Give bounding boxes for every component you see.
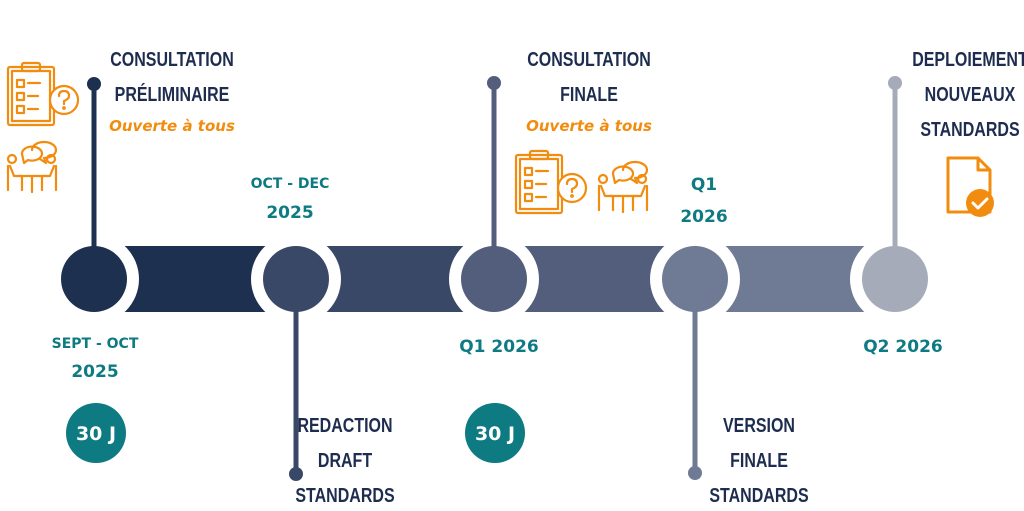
milestone-3-subtitle: Ouverte à tous: [526, 117, 652, 135]
milestone-2-title: REDACTION: [297, 414, 392, 436]
milestone-node-5: [862, 246, 928, 312]
milestone-node-3: [461, 246, 527, 312]
milestone-1-title: CONSULTATION: [110, 48, 234, 70]
duration-badge-3-label: 30 J: [475, 423, 515, 445]
milestone-4-title: VERSION: [723, 414, 795, 436]
milestone-1-title: PRÉLIMINAIRE: [115, 82, 230, 105]
clipboard-question-icon: [514, 149, 588, 215]
stem-1: [87, 77, 101, 260]
stem-2: [289, 300, 303, 481]
stem-5: [888, 76, 902, 260]
milestone-3-date: Q1 2026: [459, 337, 539, 357]
milestone-5-title: STANDARDS: [920, 118, 1019, 140]
duration-badge-1-label: 30 J: [76, 423, 116, 445]
duration-badge-3: [465, 403, 525, 463]
stem-3: [487, 76, 501, 260]
milestone-2-title: STANDARDS: [295, 484, 394, 506]
milestone-5-title: DEPLOIEMENT: [912, 48, 1024, 70]
milestone-2-year: 2025: [266, 203, 313, 223]
milestone-5-title: NOUVEAUX: [925, 83, 1016, 105]
milestone-1-subtitle: Ouverte à tous: [109, 117, 235, 135]
milestone-5-date: Q2 2026: [863, 337, 943, 357]
certified-document-icon: [946, 156, 994, 217]
milestone-4-title: FINALE: [730, 449, 788, 471]
meeting-icon: [597, 160, 649, 214]
duration-badge-1: [66, 403, 126, 463]
meeting-icon: [6, 140, 58, 194]
stem-4: [688, 300, 702, 480]
clipboard-question-icon: [6, 61, 80, 127]
milestone-3-title: CONSULTATION: [527, 48, 651, 70]
milestone-2-title: DRAFT: [318, 449, 372, 471]
milestone-node-4: [662, 246, 728, 312]
milestone-1-year: 2025: [71, 362, 118, 382]
milestone-2-date: OCT - DEC: [251, 176, 330, 192]
milestone-node-1: [61, 246, 127, 312]
milestone-4-title: STANDARDS: [709, 484, 808, 506]
milestone-1-date: SEPT - OCT: [52, 336, 139, 352]
milestone-4-date: Q1: [691, 175, 717, 195]
milestone-node-2: [263, 246, 329, 312]
milestone-3-title: FINALE: [560, 83, 618, 105]
milestone-4-year: 2026: [680, 207, 727, 227]
